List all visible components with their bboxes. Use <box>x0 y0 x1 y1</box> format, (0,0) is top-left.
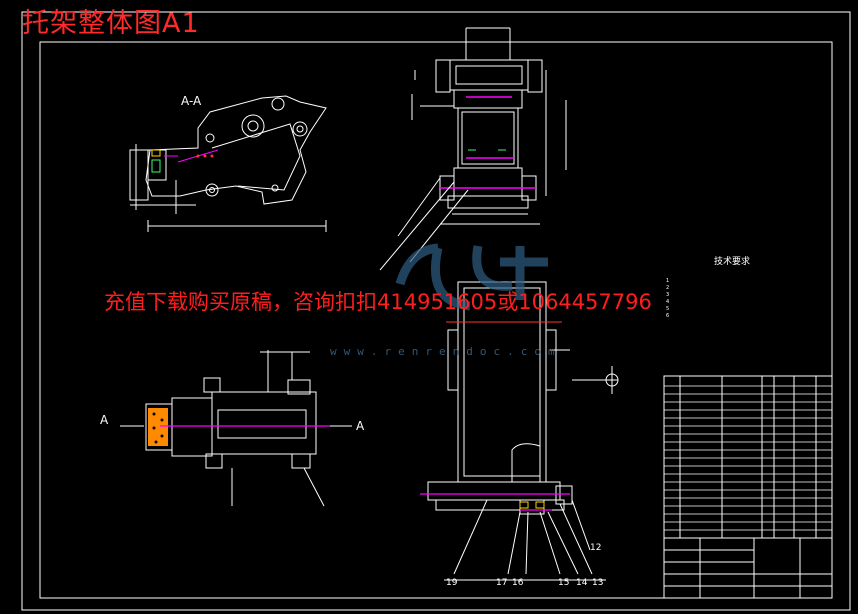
inner-frame <box>39 41 833 599</box>
balloon-14: 14 <box>576 578 588 588</box>
watermark-url: www.renrendoc.com <box>330 345 562 358</box>
promo-banner: 充值下载购买原稿，咨询扣扣414951605或1064457796 <box>104 290 652 314</box>
balloon-12: 12 <box>590 543 602 553</box>
tech-req-item: 1 <box>666 278 670 284</box>
aa-bolt-points <box>196 154 214 158</box>
parts-table <box>663 375 833 539</box>
aa-green-marks <box>151 159 161 173</box>
drawing-title: 托架整体图A1 <box>22 8 200 39</box>
tech-req-item: 5 <box>666 306 670 312</box>
section-label-aa: A-A <box>181 94 202 108</box>
tech-requirements-heading: 技术要求 <box>714 257 751 267</box>
parts-table-rows <box>664 385 832 531</box>
tech-req-item: 3 <box>666 292 670 298</box>
plan-hatch-dots <box>152 412 164 444</box>
balloon-16: 16 <box>512 578 524 588</box>
tech-req-item: 6 <box>666 313 670 319</box>
plan-view <box>120 350 352 507</box>
elevation-accents <box>420 493 570 511</box>
balloon-19: 19 <box>446 578 458 588</box>
aa-accents <box>164 149 219 163</box>
elevation-yellow <box>519 501 545 509</box>
section-aa-view <box>129 95 327 232</box>
top-assembly-view <box>411 27 567 225</box>
plan-hatch <box>148 408 168 446</box>
outer-border <box>21 11 851 611</box>
tech-req-item: 4 <box>666 299 670 305</box>
elevation-view <box>427 281 619 515</box>
section-label-a-left: A <box>100 413 109 427</box>
title-block <box>663 537 833 599</box>
top-assembly-accents <box>440 96 536 189</box>
tech-req-item: 2 <box>666 285 670 291</box>
aa-yellow-marks <box>151 149 161 157</box>
balloon-17: 17 <box>496 578 508 588</box>
balloon-15: 15 <box>558 578 570 588</box>
watermark-logo <box>395 243 548 311</box>
balloon-13: 13 <box>592 578 604 588</box>
balloon-leaders <box>444 499 606 581</box>
section-label-a-right: A <box>356 419 365 433</box>
tech-requirements-list: 1 2 3 4 5 6 <box>666 278 816 320</box>
